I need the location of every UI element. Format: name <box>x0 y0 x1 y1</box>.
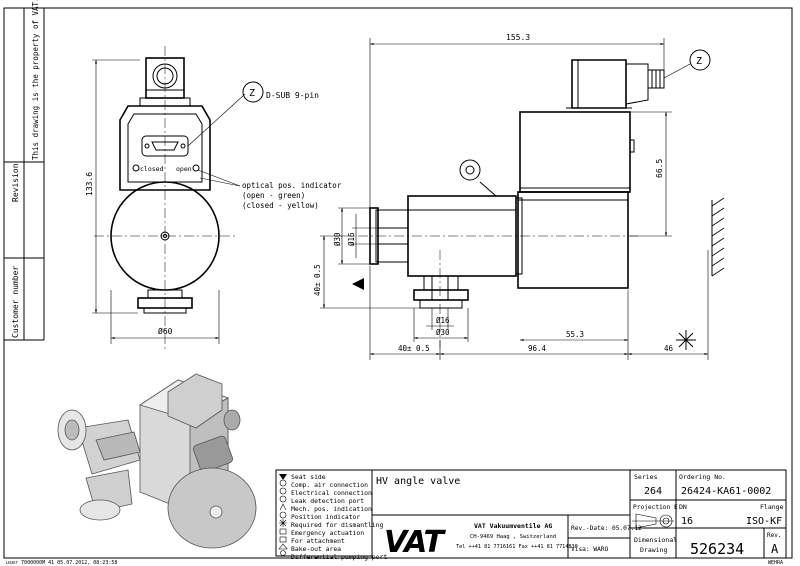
indicator-line-1: optical pos. indicator <box>242 181 342 190</box>
front-view: closed open 133.6 Ø60 Z D-SUB 9-pin opti… <box>85 46 342 352</box>
company-name: VAT Vakuumventile AG <box>474 522 552 530</box>
legend-item-attachment: For attachment <box>291 537 345 545</box>
front-callout-symbol: Z <box>249 88 255 99</box>
dim-mid-length: 96.4 <box>528 344 547 353</box>
legend-item-bakeout: Bake-out area <box>291 545 341 553</box>
dim-port-od: Ø30 <box>333 232 342 246</box>
legend-item-leak: Leak detection port <box>291 497 364 505</box>
drawing-title: HV angle valve <box>376 476 460 487</box>
dim-port-id: Ø16 <box>347 232 356 246</box>
series-label: Series <box>634 473 658 481</box>
isometric-view <box>57 373 257 549</box>
dsub-label: D-SUB 9-pin <box>266 91 319 100</box>
rev-label: Rev. <box>767 532 781 539</box>
footer-left: user 7000000M 41 05.07.2012, 08:23:58 <box>6 560 117 566</box>
title-block: HV angle valve VAT VAT Vakuumventile AG … <box>371 469 787 560</box>
drawing-type-1: Dimensional <box>634 536 677 544</box>
flange-value: ISO-KF <box>746 516 782 527</box>
legend-item-position: Position indicator <box>291 513 360 521</box>
customer-number-label: Customer number <box>11 266 20 338</box>
dim-bottom-od: Ø30 <box>436 328 450 337</box>
rev-date: Rev.-Date: 05.07.12 <box>571 525 642 532</box>
dim-actuator-height: 66.5 <box>655 159 664 178</box>
wall-hatch <box>711 197 725 277</box>
flange-label: Flange <box>760 503 784 511</box>
dim-right-length: 55.3 <box>566 330 584 339</box>
dim-axis-height: 40± 0.5 <box>313 264 322 296</box>
side-strip: This drawing is the property of VAT. Rev… <box>4 0 45 341</box>
rev-value: A <box>771 542 779 556</box>
property-note: This drawing is the property of VAT. <box>31 0 40 160</box>
dim-clearance: 46 <box>664 344 674 353</box>
company-address: CH-9469 Haag , Switzerland <box>470 534 556 540</box>
legend-item-seat-side: Seat side <box>291 473 326 481</box>
dim-front-height: 133.6 <box>85 172 94 196</box>
legend-item-air: Comp. air connection <box>291 481 368 489</box>
indicator-line-3: (closed - yellow) <box>242 201 319 210</box>
legend-item-emergency: Emergency actuation <box>291 529 364 537</box>
side-view: 155.3 66.5 Ø30 Ø16 40± 0.5 Ø16 Ø30 <box>313 33 725 360</box>
ordering-value: 26424-KA61-0002 <box>681 486 771 497</box>
legend-item-dismantling: Required for dismantling <box>291 521 383 529</box>
open-label: open <box>176 165 192 173</box>
dim-front-width: Ø60 <box>158 326 173 336</box>
revision-label: Revision <box>11 163 20 202</box>
vat-logo: VAT <box>384 525 447 560</box>
side-callout-symbol: Z <box>696 56 702 67</box>
drawing-number: 526234 <box>690 540 744 558</box>
footer-right: WEHRA <box>768 560 783 566</box>
series-value: 264 <box>644 486 662 497</box>
dim-left-length: 40± 0.5 <box>398 344 430 353</box>
company-contact: Tel ++41 81 7716161 Fax ++41 81 7714830 <box>456 544 578 550</box>
indicator-line-2: (open - green) <box>242 191 305 200</box>
dismantling-symbol <box>676 330 696 350</box>
legend-icons <box>278 474 288 556</box>
drawing-type-2: Drawing <box>640 546 667 554</box>
ordering-label: Ordering No. <box>679 473 726 481</box>
legend-item-pumping: Differential pumping port <box>291 553 387 561</box>
dim-bottom-id: Ø16 <box>436 316 450 325</box>
projection-label: Projection E <box>633 504 678 511</box>
visa: Visa: WARO <box>571 546 609 553</box>
legend-item-electrical: Electrical connection <box>291 489 372 497</box>
dn-label: DN <box>679 503 687 511</box>
dim-overall-length: 155.3 <box>506 33 530 42</box>
dn-value: 16 <box>681 516 693 527</box>
projection-symbol <box>632 513 674 529</box>
legend: Seat side Comp. air connection Electrica… <box>275 469 387 561</box>
legend-item-mech: Mech. pos. indication <box>291 505 372 513</box>
closed-label: closed <box>140 165 164 173</box>
